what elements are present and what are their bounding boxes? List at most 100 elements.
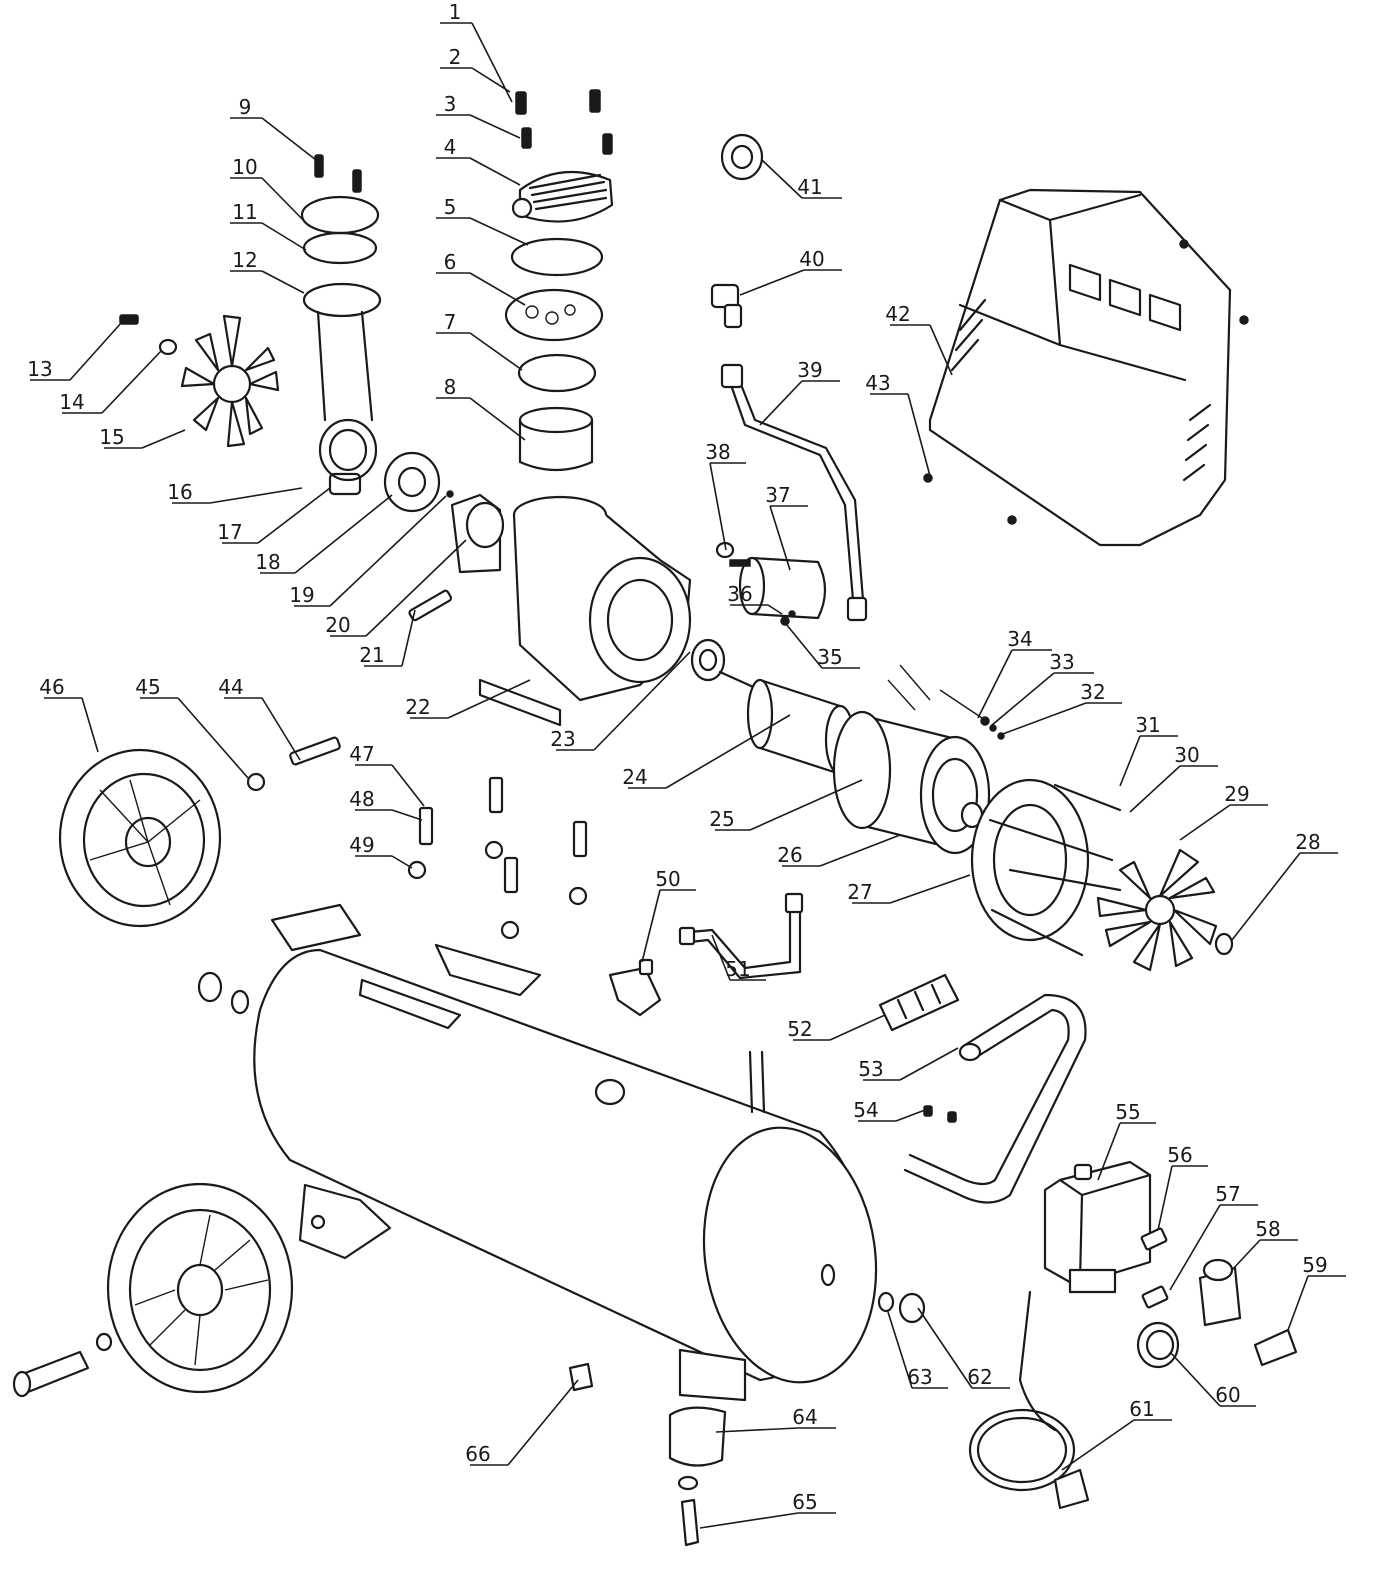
check-valve-cap <box>720 133 764 181</box>
axle-washer <box>246 772 266 792</box>
piston-ring <box>302 231 378 265</box>
callout-45: 45 <box>135 675 249 779</box>
callout-number: 53 <box>858 1057 883 1081</box>
callout-number: 41 <box>797 175 822 199</box>
pressure-switch <box>1043 1160 1152 1294</box>
callout-number: 64 <box>792 1405 817 1429</box>
callout-number: 40 <box>799 247 824 271</box>
callout-17: 17 <box>217 487 331 544</box>
callout-number: 21 <box>359 643 384 667</box>
callout-leader <box>261 270 305 294</box>
callout-number: 2 <box>449 45 462 69</box>
callout-20: 20 <box>325 539 467 637</box>
callout-leader <box>391 764 425 807</box>
callout-leader <box>917 1307 973 1389</box>
fan-bolt <box>119 314 139 325</box>
callout-51: 51 <box>711 934 766 981</box>
cylinder-head-bolts <box>515 89 613 155</box>
callout-42: 42 <box>885 302 953 376</box>
callout-number: 14 <box>59 390 84 414</box>
callout-23: 23 <box>550 651 691 751</box>
callout-34: 34 <box>977 627 1052 719</box>
callout-53: 53 <box>858 1047 959 1081</box>
stator <box>832 664 991 855</box>
pressure-gauge <box>1136 1321 1180 1369</box>
callout-number: 25 <box>709 807 734 831</box>
cable-connector <box>878 973 960 1032</box>
callout-38: 38 <box>705 440 746 551</box>
callout-leader <box>261 697 301 761</box>
callout-50: 50 <box>641 867 696 963</box>
callout-19: 19 <box>289 495 447 607</box>
screws-right <box>980 716 1005 740</box>
callout-number: 4 <box>444 135 457 159</box>
callout-number: 8 <box>444 375 457 399</box>
callout-leader <box>767 604 783 615</box>
callout-leader <box>329 495 447 607</box>
callout-63: 63 <box>887 1311 948 1389</box>
callout-number: 60 <box>1215 1383 1240 1407</box>
callout-leader <box>895 1109 926 1122</box>
callout-number: 30 <box>1174 743 1199 767</box>
callout-33: 33 <box>991 650 1094 726</box>
foot <box>668 1406 727 1547</box>
callout-number: 12 <box>232 248 257 272</box>
callout-leader <box>899 1047 959 1081</box>
power-cord <box>968 1290 1090 1510</box>
callout-leader <box>447 679 531 719</box>
callout-number: 26 <box>777 843 802 867</box>
callout-leader <box>141 429 186 449</box>
callout-labels: 1234567891011121314151617181920212223242… <box>27 0 1346 1529</box>
callout-10: 10 <box>230 155 309 226</box>
callout-58: 58 <box>1231 1217 1298 1271</box>
callout-leader <box>999 702 1087 736</box>
callout-4: 4 <box>436 135 521 186</box>
callout-leader <box>209 487 303 504</box>
callout-number: 45 <box>135 675 160 699</box>
callout-number: 16 <box>167 480 192 504</box>
callout-46: 46 <box>39 675 99 753</box>
callout-62: 62 <box>917 1307 1010 1389</box>
wheel-bottom <box>106 1182 294 1394</box>
callout-number: 36 <box>727 582 752 606</box>
callout-8: 8 <box>436 375 526 441</box>
callout-28: 28 <box>1231 830 1338 941</box>
callout-leader <box>1157 1165 1173 1231</box>
callout-number: 46 <box>39 675 64 699</box>
callout-number: 6 <box>444 250 457 274</box>
safety-valve-fitting <box>608 958 662 1017</box>
callout-64: 64 <box>715 1405 836 1433</box>
cooling-fan-left <box>180 314 280 448</box>
callout-number: 5 <box>444 195 457 219</box>
bent-tube <box>678 892 804 980</box>
callout-leader <box>1097 1122 1121 1181</box>
callout-number: 58 <box>1255 1217 1280 1241</box>
callout-leader <box>641 889 661 963</box>
handle <box>903 993 1087 1204</box>
callout-number: 55 <box>1115 1100 1140 1124</box>
piston-bolts <box>314 154 362 193</box>
callout-leader <box>699 1512 799 1529</box>
callout-number: 20 <box>325 613 350 637</box>
callout-number: 13 <box>27 357 52 381</box>
callout-number: 17 <box>217 520 242 544</box>
callout-number: 11 <box>232 200 257 224</box>
callout-leader <box>715 1427 799 1433</box>
callout-56: 56 <box>1157 1143 1208 1231</box>
callout-57: 57 <box>1169 1182 1258 1291</box>
callout-number: 59 <box>1302 1253 1327 1277</box>
screw <box>788 610 796 618</box>
callout-leader <box>929 324 953 376</box>
callout-37: 37 <box>765 483 808 571</box>
callout-66: 66 <box>465 1379 579 1466</box>
callout-leader <box>991 672 1055 726</box>
callout-32: 32 <box>999 680 1122 736</box>
callout-number: 63 <box>907 1365 932 1389</box>
callout-number: 39 <box>797 358 822 382</box>
cylinder-sleeve <box>518 406 594 472</box>
callout-leader <box>759 380 803 426</box>
motor-end-cap <box>970 778 1090 942</box>
piston-top <box>300 195 380 235</box>
callout-number: 42 <box>885 302 910 326</box>
callout-13: 13 <box>27 321 123 381</box>
